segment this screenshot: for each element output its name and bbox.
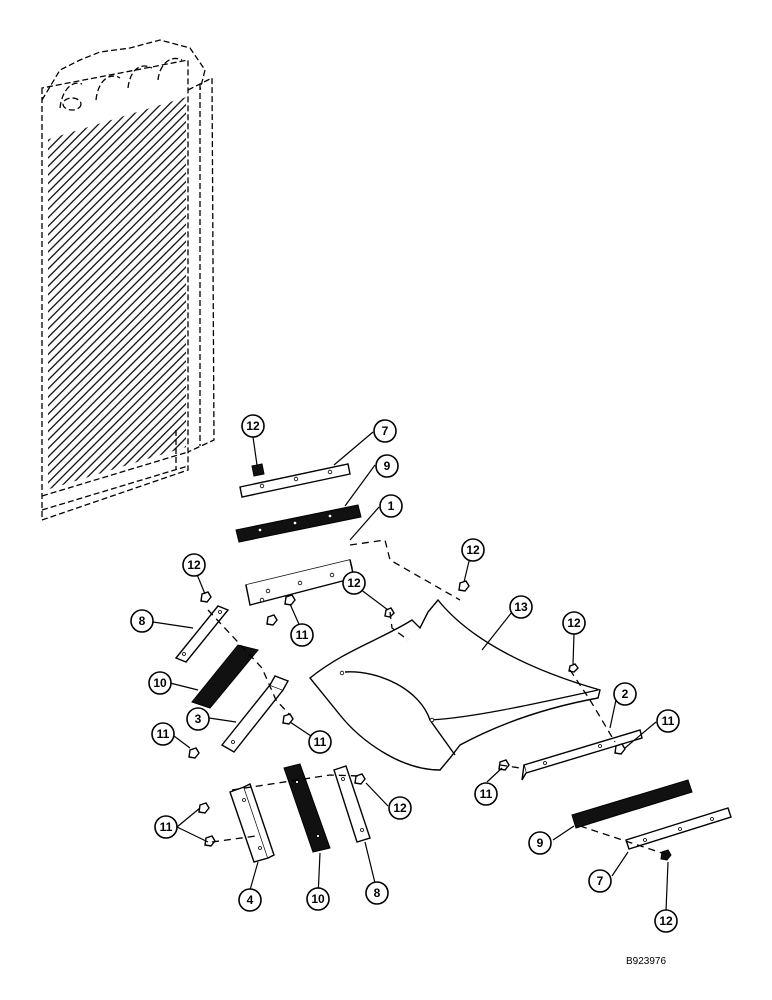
- callout-10: 10: [148, 671, 172, 695]
- callout-label: 7: [382, 424, 389, 438]
- callout-3: 3: [186, 707, 210, 731]
- callout-label: 8: [139, 614, 146, 628]
- callout-12: 12: [241, 414, 265, 438]
- shroud-13: [309, 598, 601, 771]
- callout-label: 10: [311, 892, 325, 906]
- callout-12: 12: [388, 796, 412, 820]
- callout-8: 8: [130, 609, 154, 633]
- callout-11: 11: [474, 782, 498, 806]
- callout-label: 12: [567, 616, 581, 630]
- callout-4: 4: [238, 888, 262, 912]
- nut-12: [458, 580, 470, 592]
- lower-pad-10: [283, 763, 331, 853]
- bolt-11: [188, 747, 200, 759]
- callout-label: 12: [659, 914, 673, 928]
- callout-label: 13: [514, 600, 528, 614]
- nut-12: [251, 463, 265, 477]
- callout-label: 12: [187, 558, 201, 572]
- callout-12: 12: [654, 909, 678, 933]
- callout-label: 3: [195, 712, 202, 726]
- right-pad-9: [571, 779, 693, 829]
- callout-12: 12: [182, 553, 206, 577]
- callout-label: 2: [622, 687, 629, 701]
- callout-label: 11: [160, 820, 173, 834]
- callout-label: 11: [662, 714, 675, 728]
- bolt-11: [266, 614, 278, 626]
- bolt-11: [284, 594, 296, 606]
- callout-label: 12: [246, 419, 260, 433]
- callout-10: 10: [306, 887, 330, 911]
- assembly-lines: [207, 539, 669, 856]
- nut-12: [200, 591, 212, 603]
- callout-12: 12: [461, 538, 485, 562]
- callout-12: 12: [342, 571, 366, 595]
- callout-7: 7: [588, 869, 612, 893]
- left-strip-8: [174, 605, 230, 663]
- callout-7: 7: [373, 419, 397, 443]
- upper-pad-9: [235, 504, 362, 543]
- bolt-11: [614, 743, 626, 755]
- callout-label: 12: [393, 801, 407, 815]
- callout-11: 11: [154, 815, 178, 839]
- right-strip-7: [625, 807, 732, 850]
- hardware: [188, 463, 672, 861]
- callout-9: 9: [375, 454, 399, 478]
- callout-label: 7: [597, 874, 604, 888]
- callout-label: 11: [480, 787, 493, 801]
- callout-11: 11: [290, 623, 314, 647]
- callout-label: 12: [347, 576, 361, 590]
- left-pad-10: [191, 644, 259, 709]
- callout-11: 11: [151, 722, 175, 746]
- callout-label: 4: [247, 893, 254, 907]
- callout-11: 11: [308, 730, 332, 754]
- callout-11: 11: [656, 709, 680, 733]
- callout-13: 13: [509, 595, 533, 619]
- callout-label: 11: [296, 628, 309, 642]
- callout-label: 10: [153, 676, 167, 690]
- callout-label: 11: [314, 735, 327, 749]
- callout-label: 8: [374, 886, 381, 900]
- upper-bracket-1: [245, 559, 355, 606]
- upper-strip-7: [239, 463, 351, 498]
- figure-reference-code: B923976: [626, 956, 667, 967]
- right-bracket-2: [521, 729, 643, 781]
- callout-label: 1: [388, 499, 395, 513]
- callout-1: 1: [379, 494, 403, 518]
- callout-8: 8: [365, 881, 389, 905]
- callout-12: 12: [562, 611, 586, 635]
- left-bracket-3: [220, 675, 290, 753]
- radiator: [41, 39, 215, 521]
- callout-label: 11: [157, 727, 170, 741]
- callout-label: 12: [466, 543, 480, 557]
- bolt-11: [204, 835, 216, 847]
- callout-label: 9: [384, 459, 391, 473]
- callout-label: 9: [537, 836, 544, 850]
- nut-12: [568, 663, 579, 673]
- callout-2: 2: [613, 682, 637, 706]
- bolt-11: [198, 802, 210, 814]
- callout-9: 9: [528, 831, 552, 855]
- lower-bracket-4: [229, 783, 275, 863]
- lower-strip-8: [333, 765, 371, 843]
